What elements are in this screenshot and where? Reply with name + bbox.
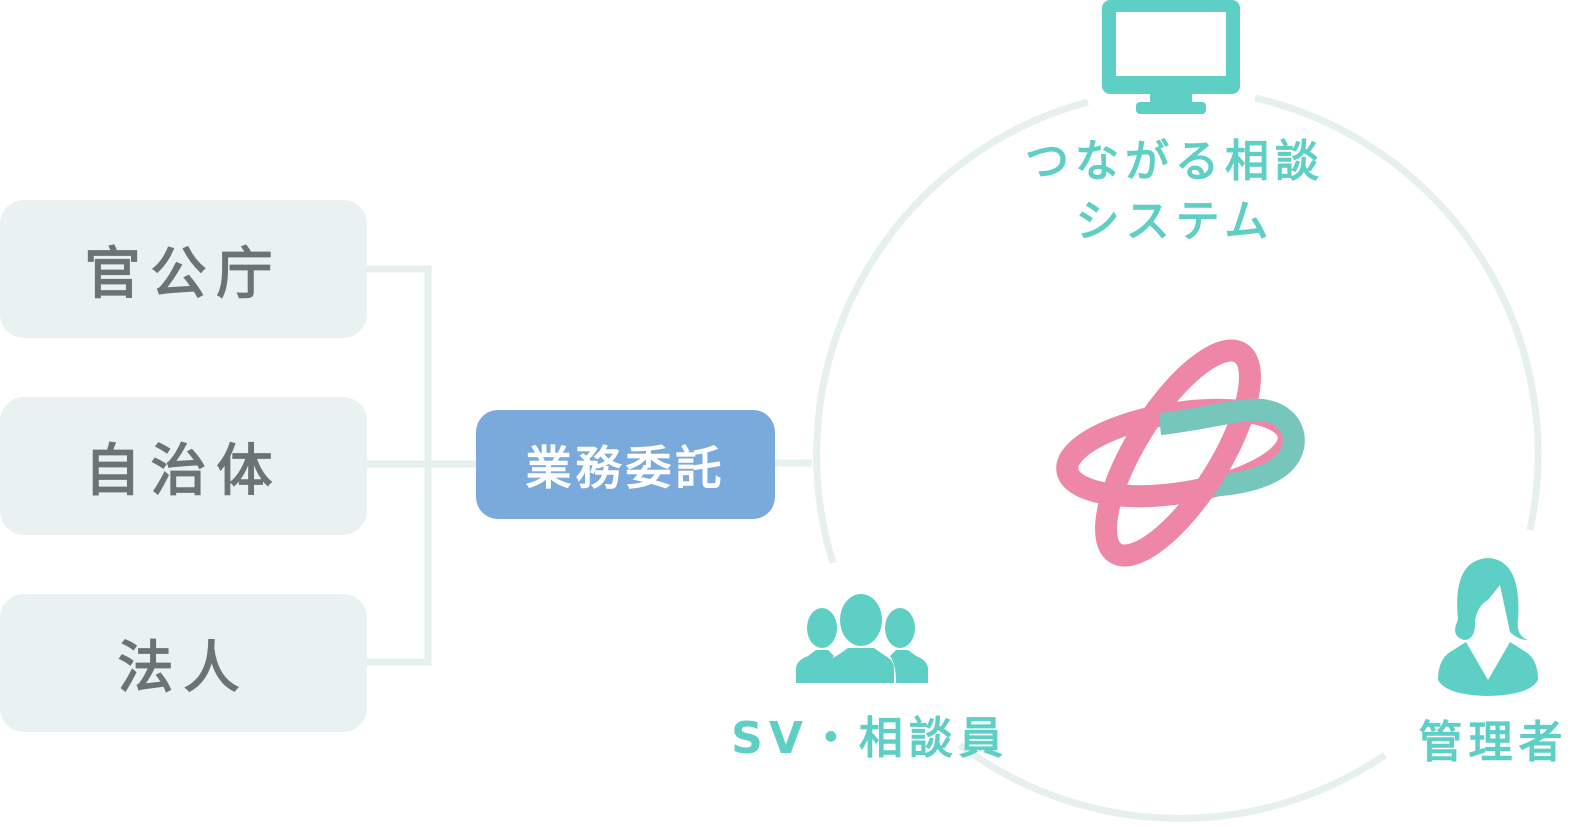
org-box-government: 官公庁 bbox=[0, 200, 367, 338]
org-label: 自治体 bbox=[84, 438, 283, 504]
admin-label: 管理者 bbox=[1418, 717, 1569, 768]
system-label: つながる相談 システム bbox=[1010, 132, 1340, 252]
contract-label: 業務委託 bbox=[525, 440, 726, 495]
org-label: 官公庁 bbox=[84, 241, 283, 307]
org-box-municipality: 自治体 bbox=[0, 397, 367, 535]
cycle-arc-bottom bbox=[957, 742, 1387, 822]
contract-box: 業務委託 bbox=[476, 410, 775, 519]
staff-label: SV・相談員 bbox=[731, 713, 1009, 764]
monitor-icon bbox=[1102, 0, 1240, 114]
businesswoman-icon bbox=[1438, 558, 1538, 696]
cycle-arc-right bbox=[1254, 94, 1542, 531]
bracket-line bbox=[367, 265, 812, 666]
cycle-arc-left bbox=[813, 98, 1089, 565]
group-users-icon bbox=[796, 594, 928, 683]
org-label: 法人 bbox=[117, 635, 250, 701]
system-label-line1: つながる相談 bbox=[1025, 136, 1325, 187]
org-box-corporation: 法人 bbox=[0, 594, 367, 732]
system-label-line2: システム bbox=[1075, 196, 1275, 247]
logo-icon bbox=[1056, 339, 1305, 567]
